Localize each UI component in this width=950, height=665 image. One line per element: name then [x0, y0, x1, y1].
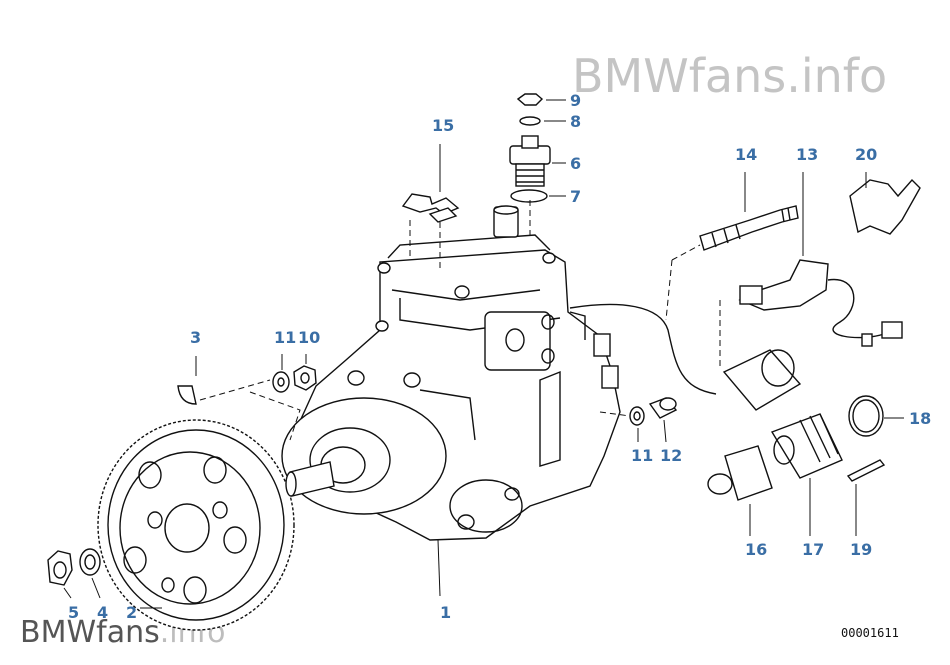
diagram-code: 00001611	[841, 626, 899, 640]
part-valve-holder	[509, 135, 551, 187]
label-part-9: 9	[570, 91, 581, 110]
part-washer-bolt	[629, 406, 645, 426]
part-injection-pump	[281, 205, 621, 541]
part-nut-small	[293, 365, 317, 391]
label-part-1: 1	[440, 603, 451, 622]
label-part-16: 16	[745, 540, 767, 559]
part-o-ring-top	[510, 189, 548, 203]
label-part-11-right: 11	[631, 446, 653, 465]
watermark-top: BMWfans.info	[572, 49, 887, 103]
label-part-19: 19	[850, 540, 872, 559]
part-pulley	[97, 419, 295, 631]
label-part-12: 12	[660, 446, 682, 465]
label-part-3: 3	[190, 328, 201, 347]
label-part-7: 7	[570, 187, 581, 206]
part-woodruff-key	[177, 385, 197, 405]
watermark-bottom-dark: BMWfans	[20, 615, 160, 650]
label-part-6: 6	[570, 154, 581, 173]
label-part-4: 4	[97, 603, 108, 622]
part-washer-small	[272, 371, 290, 393]
label-part-13: 13	[796, 145, 818, 164]
leader-lines	[63, 99, 904, 609]
part-pin	[846, 459, 886, 482]
part-stud	[699, 205, 799, 251]
part-bolt	[648, 397, 678, 419]
part-washer	[79, 548, 101, 576]
part-connector-housing	[707, 445, 773, 501]
label-part-14: 14	[735, 145, 757, 164]
part-o-ring	[848, 395, 884, 437]
part-connector-plug	[770, 413, 843, 479]
label-part-11-left: 11	[274, 328, 296, 347]
label-part-2: 2	[126, 603, 137, 622]
part-clip	[401, 193, 460, 223]
label-part-17: 17	[802, 540, 824, 559]
part-connector-upper	[722, 349, 802, 411]
part-nut-top	[516, 93, 544, 106]
label-part-15: 15	[432, 116, 454, 135]
cable-main	[569, 303, 717, 395]
part-bracket	[849, 178, 921, 235]
label-part-10: 10	[298, 328, 320, 347]
assembly-lines	[199, 200, 721, 441]
label-part-5: 5	[68, 603, 79, 622]
part-washer-top	[519, 116, 541, 126]
part-nut	[47, 550, 73, 586]
label-part-8: 8	[570, 112, 581, 131]
label-part-18: 18	[909, 409, 931, 428]
label-part-20: 20	[855, 145, 877, 164]
part-sensor-cable	[738, 259, 903, 347]
